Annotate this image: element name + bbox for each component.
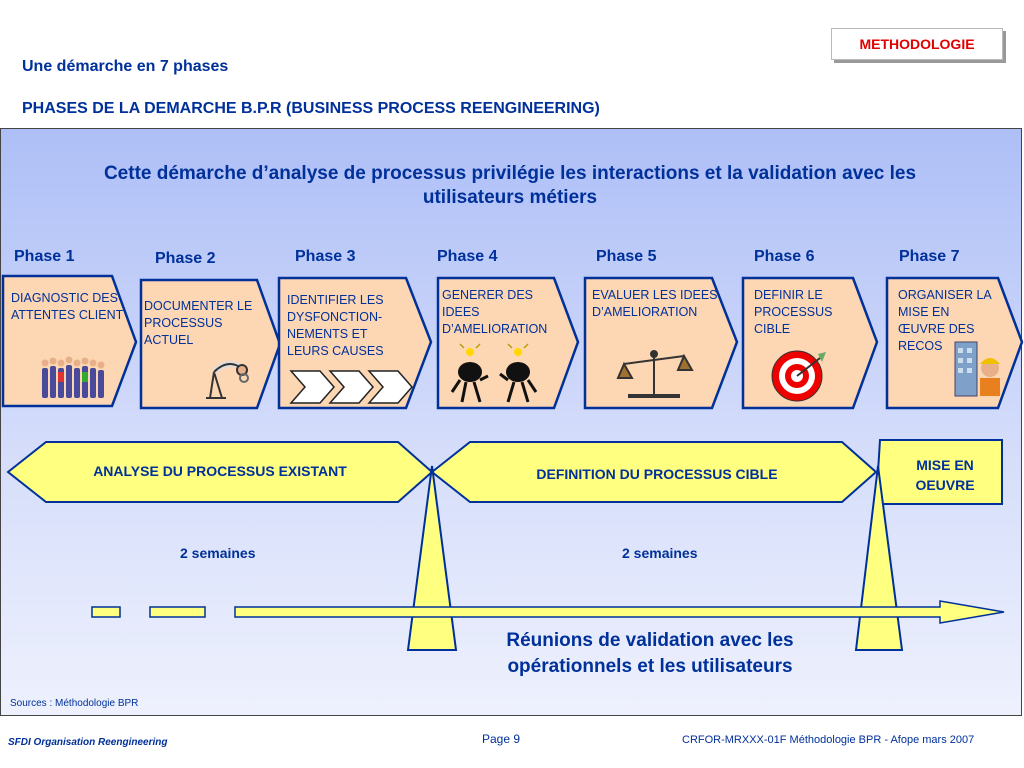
phase-3-label: Phase 3	[295, 248, 356, 265]
phase-3-text: IDENTIFIER LES DYSFONCTION-NEMENTS ET LE…	[287, 293, 384, 358]
target-icon	[771, 350, 826, 402]
people-group-icon	[41, 356, 105, 398]
duration-definition: 2 semaines	[622, 545, 698, 561]
phase-5-text: EVALUER LES IDEES D’AMELIORATION	[592, 288, 718, 319]
phase-1-text: DIAGNOSTIC DES ATTENTES CLIENT	[11, 291, 124, 322]
phase-2-label: Phase 2	[155, 250, 216, 267]
phase-2-text: DOCUMENTER LE PROCESSUS ACTUEL	[144, 299, 253, 347]
timeline-dash-2	[149, 606, 206, 618]
content-panel	[0, 128, 1022, 716]
definition-bar-label: DEFINITION DU PROCESSUS CIBLE	[536, 466, 778, 482]
phase-6-text: DEFINIR LE PROCESSUS CIBLE	[754, 288, 833, 336]
phase-1-label: Phase 1	[14, 248, 75, 265]
page-title: Une démarche en 7 phases	[22, 58, 229, 75]
definition-bar-shape	[430, 441, 878, 503]
page-subtitle: PHASES DE LA DEMARCHE B.P.R (BUSINESS PR…	[22, 100, 600, 117]
validation-milestone-1	[406, 465, 458, 651]
footer-reference: CRFOR-MRXXX-01F Méthodologie BPR - Afope…	[682, 734, 975, 746]
phase-7-label: Phase 7	[899, 248, 960, 265]
phase-2-shape	[139, 278, 282, 410]
timeline-arrow	[234, 600, 1005, 624]
phase-4-text: GENERER DES IDEES D’AMELIORATION	[442, 288, 548, 336]
lead-statement: Cette démarche d’analyse de processus pr…	[103, 163, 917, 208]
chevrons-icon	[289, 370, 413, 404]
sources-note: Sources : Méthodologie BPR	[10, 698, 139, 709]
phase-6-label: Phase 6	[754, 248, 815, 265]
timeline-dash-1	[91, 606, 121, 618]
inspector-icon	[206, 361, 249, 399]
idea-people-icon	[450, 343, 538, 403]
construction-icon	[954, 341, 1000, 397]
section-tag: METHODOLOGIE	[831, 28, 1003, 60]
footer-page-number: Page 9	[482, 732, 521, 746]
analyse-bar-label: ANALYSE DU PROCESSUS EXISTANT	[93, 463, 347, 479]
footer-organisation: SFDI Organisation Reengineering	[8, 737, 168, 748]
phase-4-label: Phase 4	[437, 248, 498, 265]
mise-bar-label: MISE EN OEUVRE	[915, 457, 975, 493]
duration-analyse: 2 semaines	[180, 545, 256, 561]
phase-7-text: ORGANISER LA MISE EN ŒUVRE DES RECOS	[898, 288, 992, 353]
validation-milestone-2	[854, 465, 904, 651]
validation-meetings-text: Réunions de validation avec les opératio…	[506, 630, 794, 677]
phase-5-label: Phase 5	[596, 248, 657, 265]
scales-icon	[616, 350, 694, 398]
